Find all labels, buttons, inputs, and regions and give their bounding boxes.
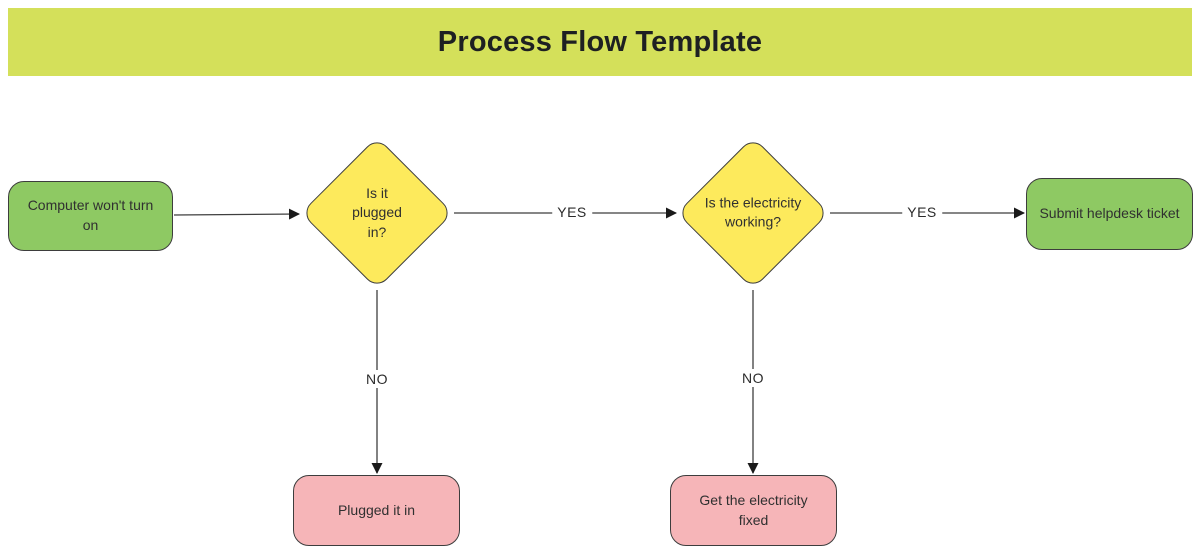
node-is-it-plugged-in: Is it plugged in? [300, 136, 454, 290]
node-label: Submit helpdesk ticket [1039, 205, 1180, 222]
title-banner: Process Flow Template [8, 8, 1192, 76]
node-computer-wont-turn-on: Computer won't turn on [8, 181, 173, 251]
page-title: Process Flow Template [437, 25, 763, 58]
node-label: Is the electricity working? [704, 194, 802, 230]
node-submit-helpdesk-ticket: Submit helpdesk ticket [1026, 178, 1193, 250]
edge-label-no-1: NO [361, 370, 393, 388]
node-get-electricity-fixed: Get the electricity fixed [670, 475, 837, 546]
edge-label-no-2: NO [737, 369, 769, 387]
node-plugged-it-in: Plugged it in [293, 475, 460, 546]
node-label: Plugged it in [337, 501, 416, 518]
edge-label-yes-2: YES [902, 203, 942, 221]
node-label: Computer won't turn on [27, 197, 154, 233]
connector-start-to-decision1 [173, 208, 300, 220]
node-label: Get the electricity fixed [699, 491, 808, 528]
edge-label-yes-1: YES [552, 203, 592, 221]
node-label: Is it plugged in? [352, 185, 402, 240]
node-is-electricity-working: Is the electricity working? [676, 136, 830, 290]
